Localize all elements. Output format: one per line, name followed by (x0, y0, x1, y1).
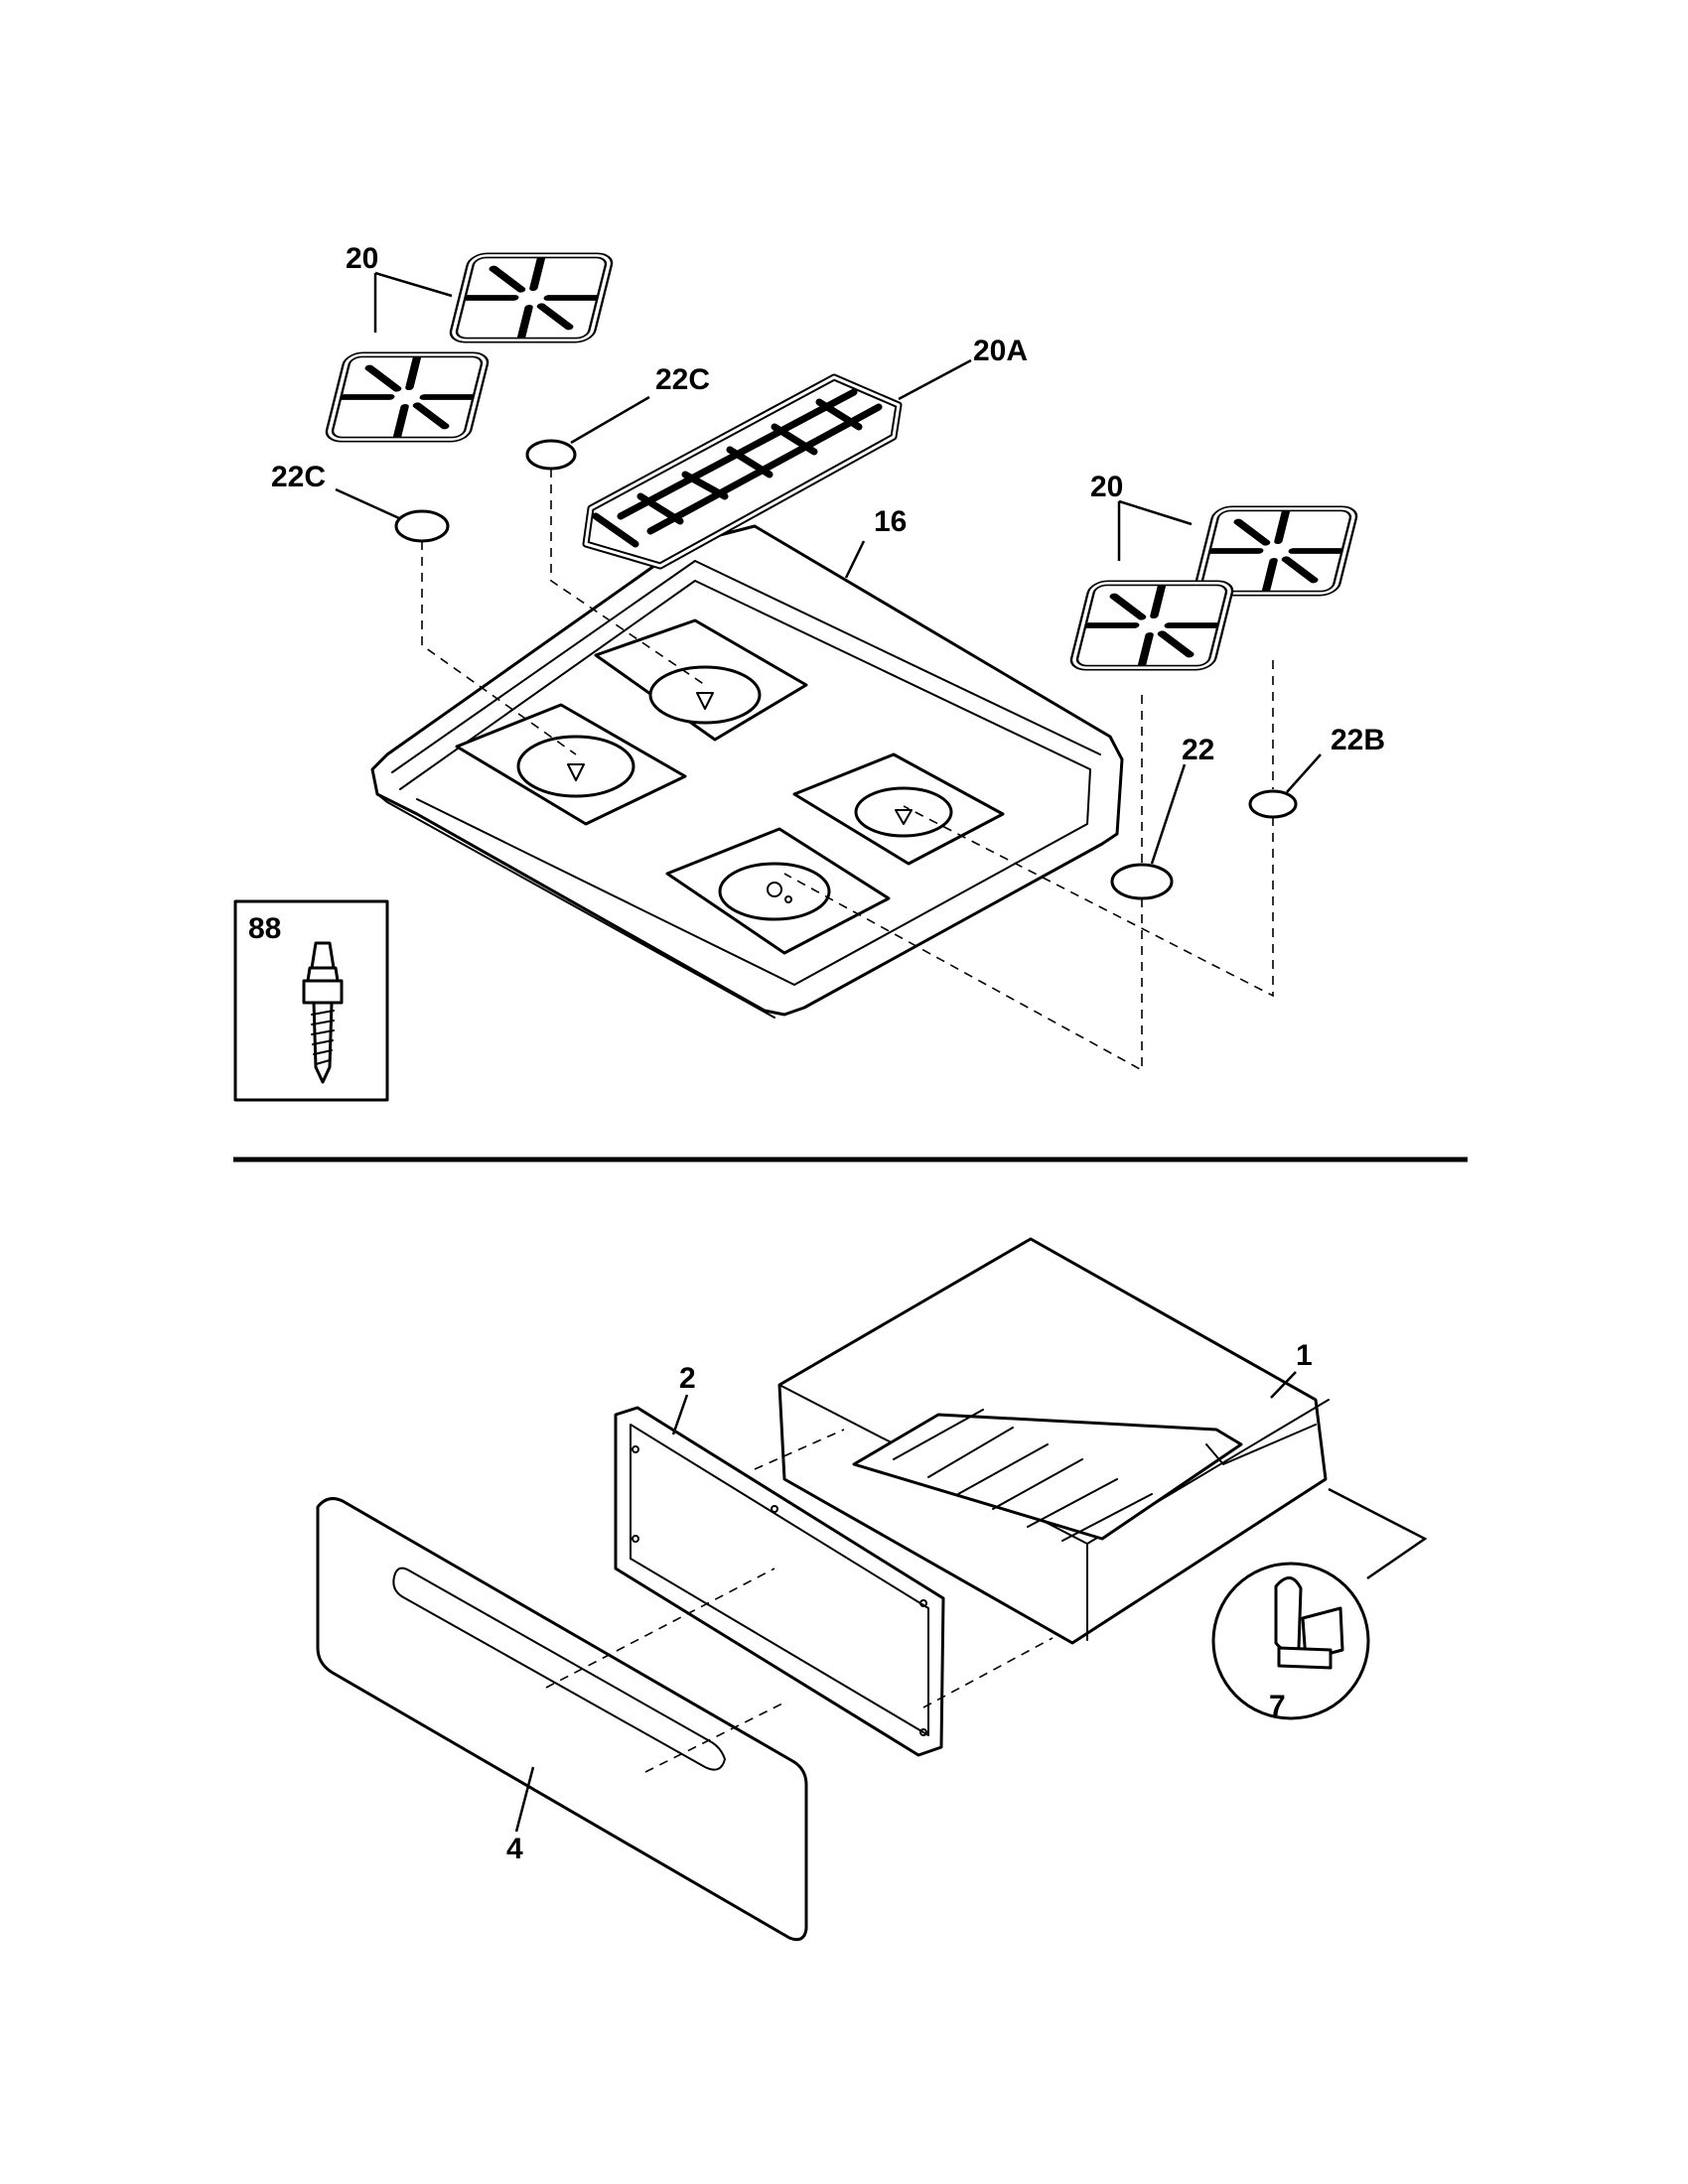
drawer-assembly: 7 1 2 4 (316, 1237, 1428, 1942)
callout-cap-22c-left: 22C (271, 461, 326, 493)
alignment-lines (421, 469, 1274, 1072)
callouts-lower: 1 2 4 (506, 1339, 1313, 1865)
drawer-body-1 (777, 1237, 1330, 1645)
callout-cap-22c-upper: 22C (655, 363, 710, 396)
callout-grate-pair-right: 20 (1090, 471, 1123, 503)
callout-cooktop: 16 (874, 505, 907, 538)
cap-22b (1248, 789, 1298, 819)
grate-pair-left-20 (328, 255, 611, 439)
callout-drawer-body: 1 (1296, 1339, 1313, 1372)
cap-22c-left (394, 509, 450, 543)
grate-pair-right-20 (1072, 508, 1355, 667)
callouts-upper: 20 20A 22C 22C 16 20 22 22B (271, 242, 1385, 865)
callout-drawer-panel: 4 (506, 1833, 523, 1865)
stud-detail-88: 88 (233, 899, 389, 1102)
drawer-frame-2 (614, 1406, 945, 1757)
drawer-panel-4 (316, 1497, 808, 1942)
callout-center-grate: 20A (973, 335, 1028, 367)
callout-cap-22: 22 (1182, 734, 1214, 766)
cap-22 (1110, 863, 1174, 900)
cap-22c-upper (525, 439, 577, 471)
callout-glide: 7 (1269, 1690, 1286, 1722)
callout-grate-pair-left: 20 (346, 242, 378, 275)
glide-detail-7: 7 (1211, 1487, 1428, 1722)
cooktop-assembly: 20 20A 22C 22C 16 20 22 22B 88 (233, 242, 1385, 1102)
callout-drawer-frame: 2 (679, 1362, 696, 1395)
center-grate-20A (582, 373, 903, 570)
cooktop-16 (370, 524, 1124, 1019)
drawer-alignment-lines (545, 1429, 1054, 1773)
callout-stud: 88 (248, 912, 281, 945)
callout-cap-22b: 22B (1331, 724, 1385, 756)
